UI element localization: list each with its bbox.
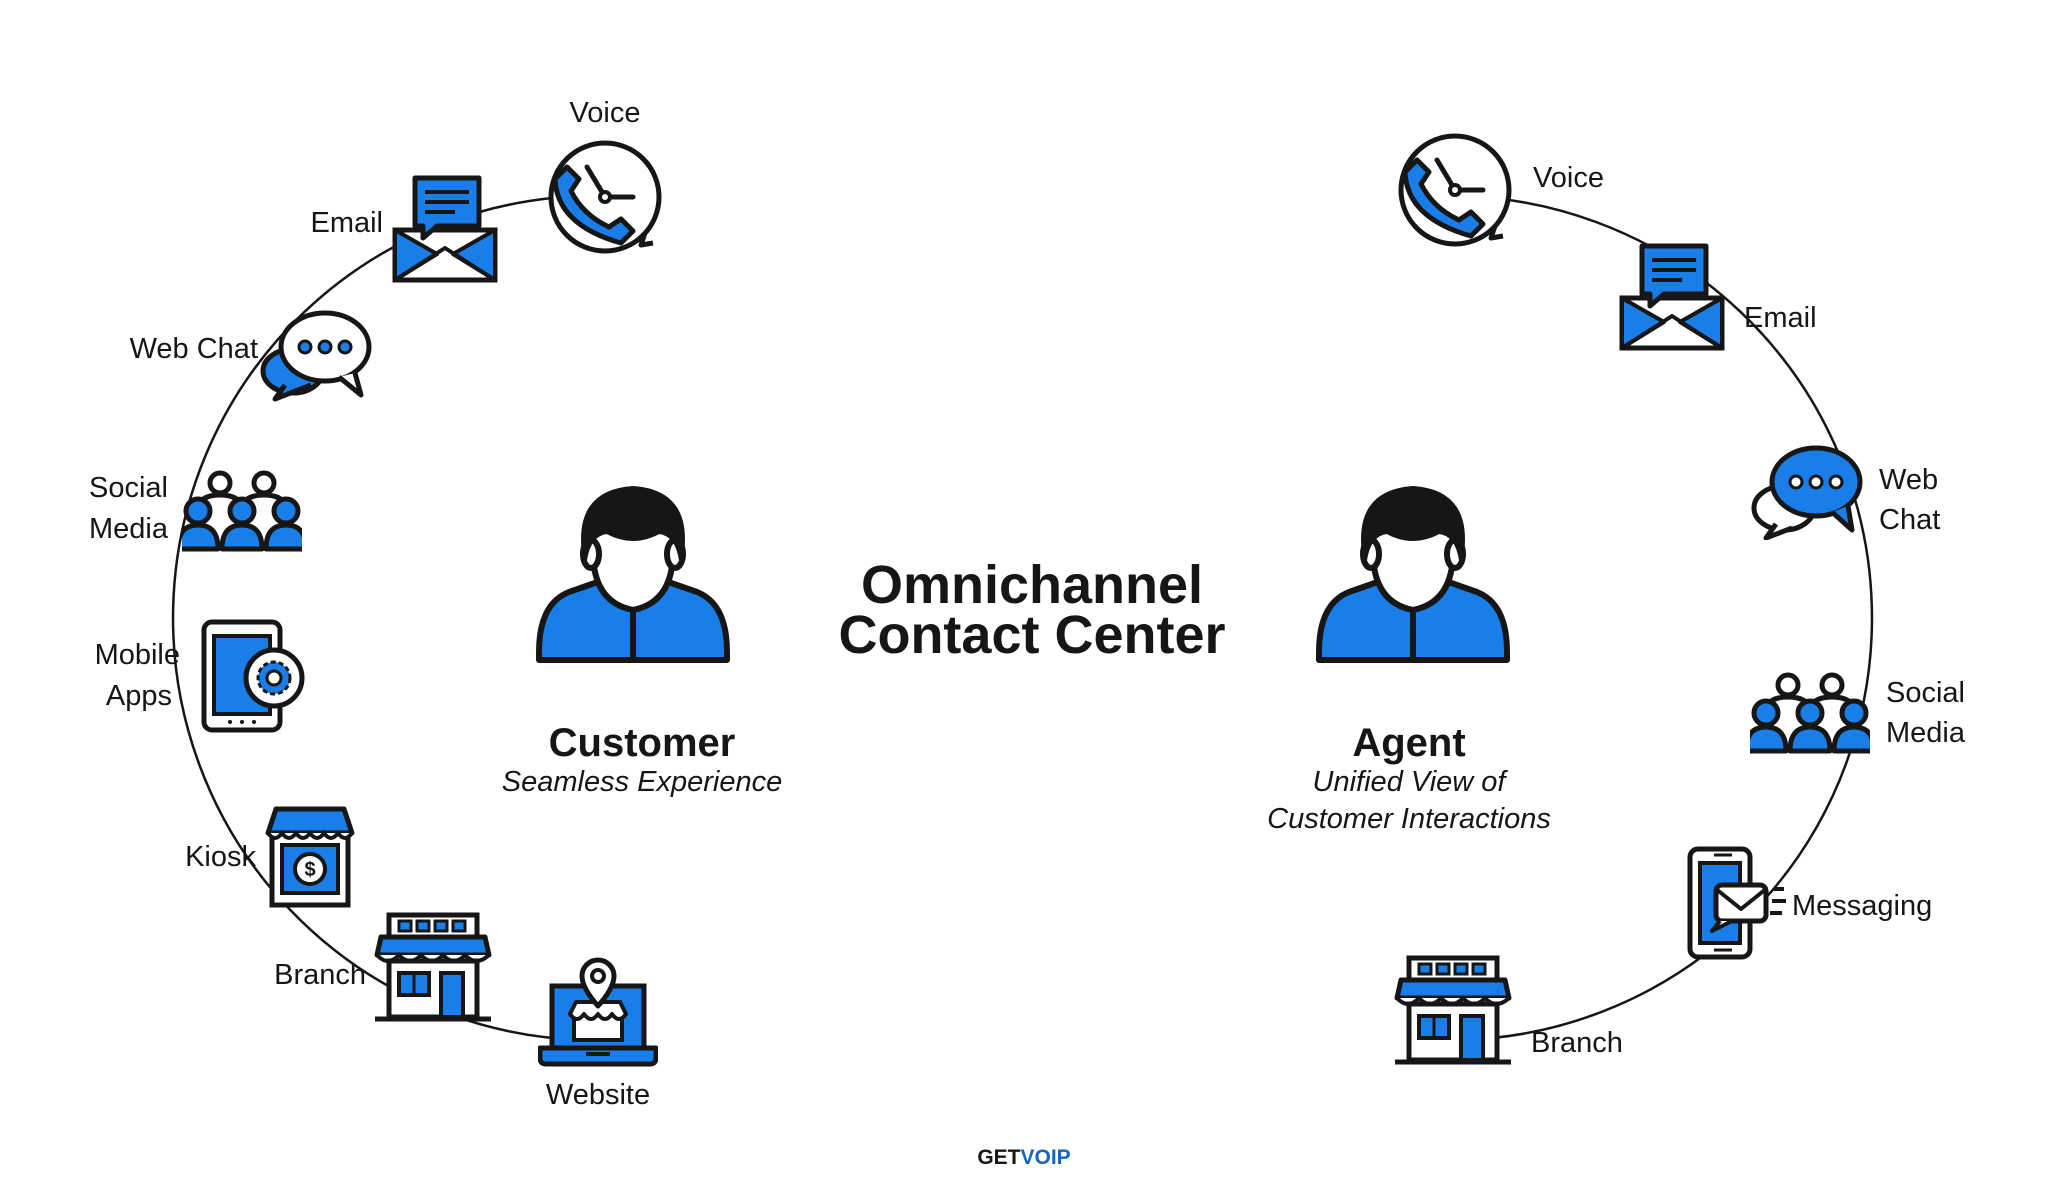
customer-subtitle: Seamless Experience [502, 766, 782, 798]
customer-mobile-apps-label-line2: Apps [106, 680, 172, 712]
customer-kiosk-label: Kiosk [185, 841, 256, 873]
agent-web-chat-label-line2: Chat [1879, 504, 1940, 536]
customer-voice-icon [551, 143, 659, 251]
agent-subtitle-line2: Customer Interactions [1267, 803, 1551, 835]
diagram-title-line2: Contact Center [838, 605, 1225, 665]
agent-social-icon [1746, 675, 1874, 751]
customer-name: Customer [549, 721, 736, 765]
customer-social-icon [178, 473, 306, 549]
customer-website-label: Website [546, 1079, 650, 1111]
agent-social-label-line2: Media [1886, 717, 1966, 749]
brand-logo-part1: GET [977, 1146, 1020, 1169]
customer-web-chat-label: Web Chat [130, 333, 258, 365]
customer-branch-icon [375, 915, 491, 1019]
agent-avatar-icon [1319, 488, 1507, 660]
customer-social-label-line1: Social [89, 472, 168, 504]
customer-website-icon [540, 960, 656, 1064]
agent-web-chat-label-line1: Web [1879, 464, 1938, 496]
agent-email-icon [1622, 246, 1722, 348]
agent-branch-icon [1395, 958, 1511, 1062]
customer-kiosk-icon [268, 809, 352, 905]
brand-logo: GETVOIP [977, 1146, 1070, 1169]
agent-name: Agent [1352, 721, 1465, 765]
agent-subtitle-line1: Unified View of [1313, 766, 1509, 798]
customer-branch-label: Branch [274, 959, 366, 991]
brand-logo-part2: VOIP [1020, 1146, 1070, 1169]
agent-voice-label: Voice [1533, 162, 1604, 194]
customer-email-label: Email [310, 207, 383, 239]
customer-mobile-apps-label-line1: Mobile [95, 639, 180, 671]
agent-branch-label: Branch [1531, 1027, 1623, 1059]
customer-voice-label: Voice [570, 97, 641, 129]
customer-web-chat-icon [263, 313, 369, 399]
agent-messaging-icon [1690, 849, 1786, 957]
customer-avatar-icon [539, 488, 727, 660]
agent-orbit-arc [1439, 194, 1874, 1042]
customer-email-icon [395, 178, 495, 280]
agent-email-label: Email [1744, 302, 1817, 334]
agent-voice-icon [1401, 136, 1509, 244]
agent-messaging-label: Messaging [1792, 890, 1932, 922]
agent-web-chat-icon [1754, 448, 1860, 538]
diagram-title-line1: Omnichannel [861, 555, 1203, 615]
agent-social-label-line1: Social [1886, 677, 1965, 709]
customer-social-label-line2: Media [89, 513, 169, 545]
customer-mobile-apps-icon [204, 622, 302, 730]
